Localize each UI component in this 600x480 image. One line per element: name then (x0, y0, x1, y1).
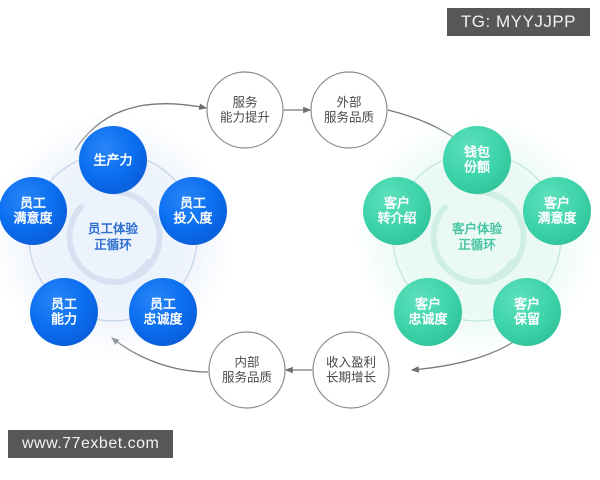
customer-center-ring (430, 188, 527, 285)
node-customer-referral (363, 177, 431, 245)
watermark-tag-bottom: www.77exbet.com (8, 430, 174, 458)
outer-node-internal-service-quality (208, 331, 286, 409)
node-productivity (79, 126, 147, 194)
outer-node-external-service-quality (310, 71, 388, 149)
outer-node-revenue-growth (312, 331, 390, 409)
employee-center-ring (66, 188, 163, 285)
node-employee-satisfaction (0, 177, 67, 245)
outer-node-service-capability (206, 71, 284, 149)
node-customer-satisfaction (523, 177, 591, 245)
node-customer-loyalty (394, 278, 462, 346)
node-customer-retention (493, 278, 561, 346)
node-employee-loyalty (129, 278, 197, 346)
node-employee-engagement (159, 177, 227, 245)
watermark-tag-top: TG: MYYJJPP (446, 8, 590, 36)
employee-cycle-group (0, 115, 235, 359)
customer-cycle-group (355, 115, 599, 359)
node-wallet-share (443, 126, 511, 194)
node-employee-capability (30, 278, 98, 346)
